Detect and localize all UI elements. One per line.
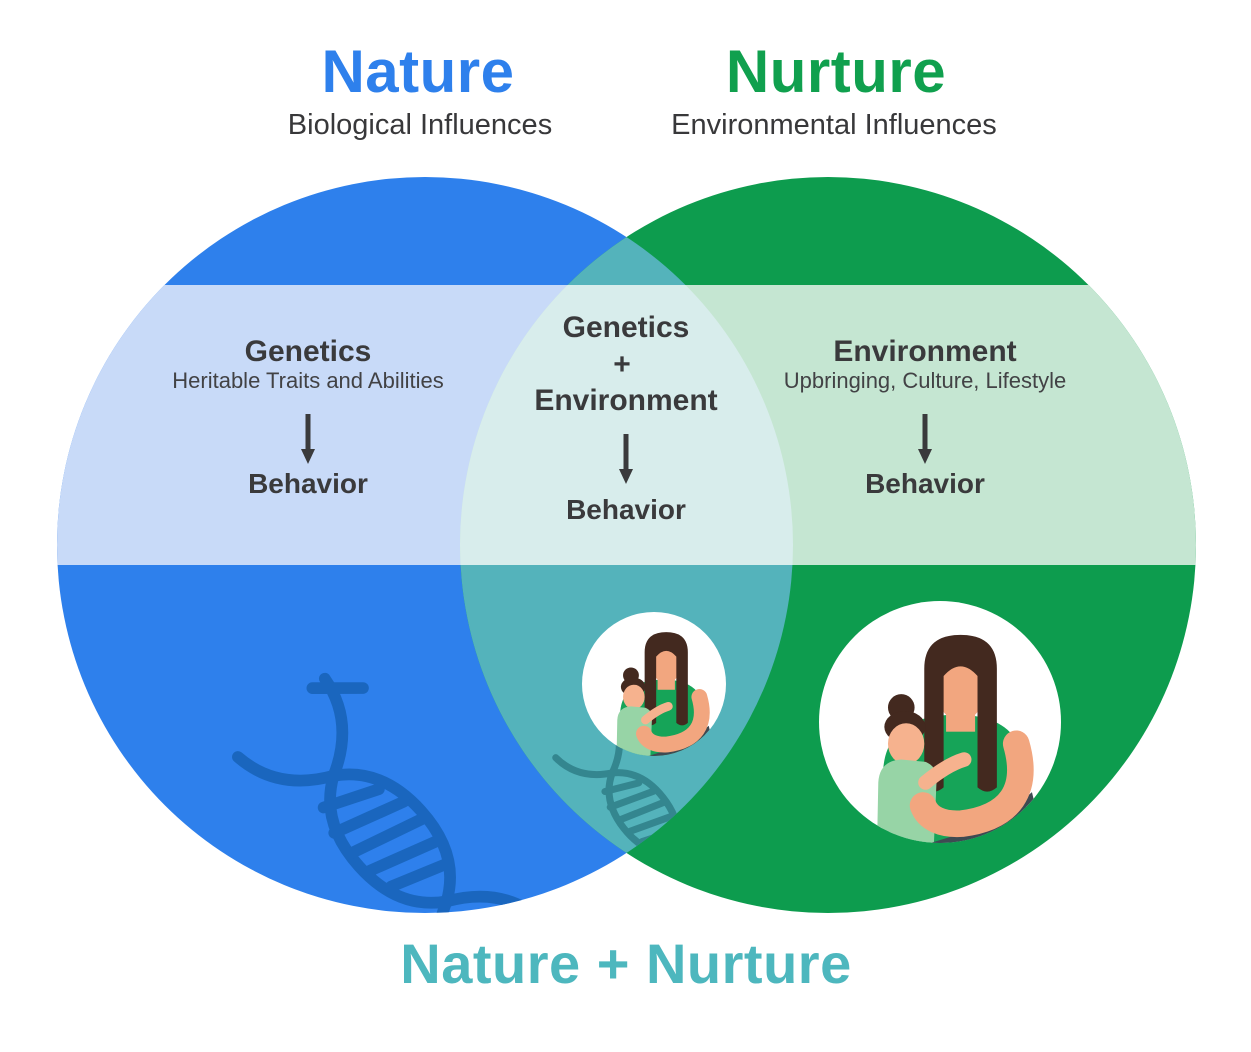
mother-holding-child-icon: [819, 601, 1061, 843]
down-arrow-icon: [301, 414, 315, 464]
nurture-subtitle: Environmental Influences: [671, 109, 997, 141]
overlap-band-line1: Genetics: [562, 311, 690, 344]
nature-band-result: Behavior: [248, 468, 368, 499]
overlap-band-line3: Environment: [534, 384, 718, 417]
nature-title: Nature: [321, 38, 515, 105]
nurture-title: Nurture: [725, 38, 947, 105]
nurture-band-detail: Upbringing, Culture, Lifestyle: [783, 368, 1067, 393]
nature-subtitle: Biological Influences: [287, 109, 553, 141]
down-arrow-icon: [619, 434, 633, 484]
nurture-band-result: Behavior: [865, 468, 985, 499]
overlap-band-result: Behavior: [566, 494, 686, 525]
mother-holding-child-icon-overlap: [582, 612, 726, 756]
overlap-band-plus: +: [613, 348, 631, 381]
nurture-band-heading: Environment: [833, 335, 1017, 368]
down-arrow-icon: [918, 414, 932, 464]
footer-title: Nature + Nurture: [400, 932, 852, 995]
nature-band-detail: Heritable Traits and Abilities: [172, 368, 444, 393]
nature-band-heading: Genetics: [244, 335, 372, 368]
